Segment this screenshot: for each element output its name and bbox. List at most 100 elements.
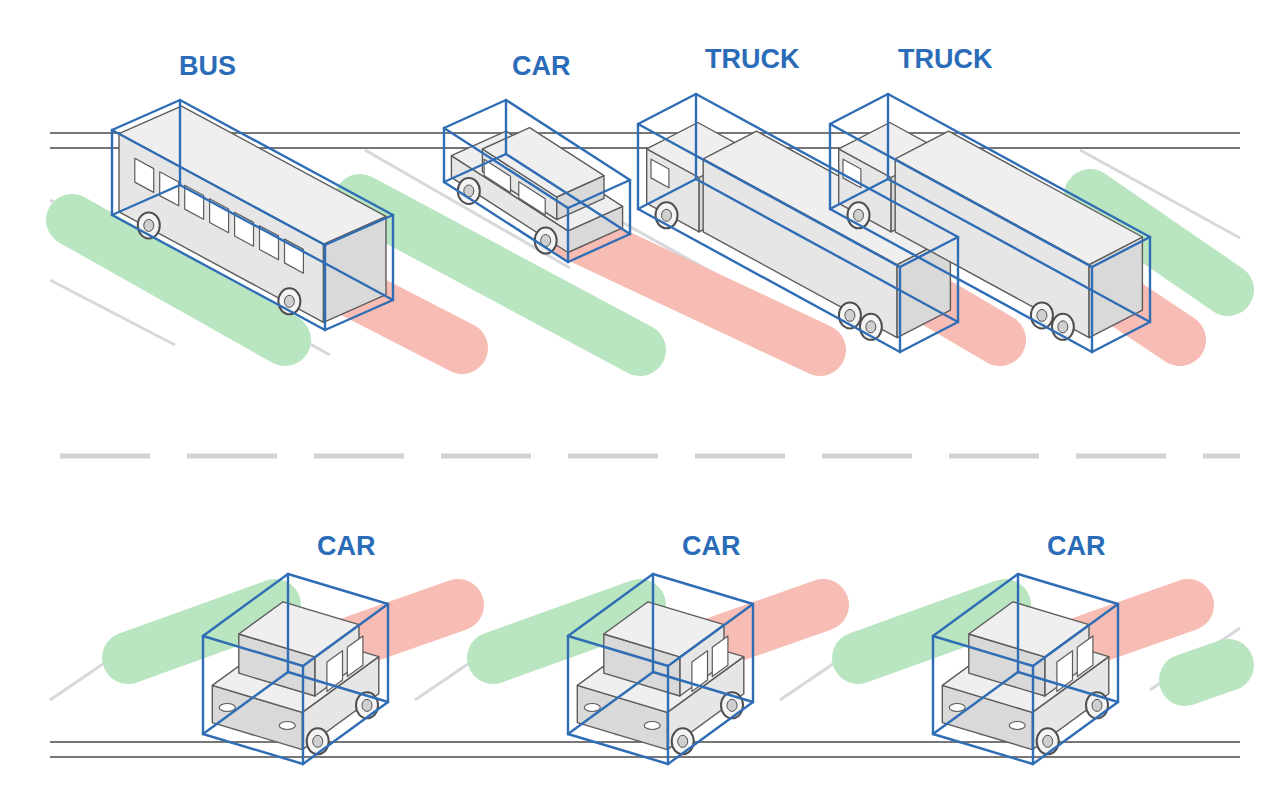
vehicle-roof (895, 131, 1142, 264)
class-label-text: TRUCK (705, 45, 800, 75)
bounding-box-edge (830, 209, 1092, 352)
bounding-box-edge (899, 267, 901, 352)
bounding-box-edge (638, 209, 900, 352)
bounding-box-edge (179, 100, 181, 185)
bounding-box-edge (1018, 574, 1118, 604)
vehicle-window (712, 636, 728, 677)
bounding-box-edge (696, 179, 958, 322)
bounding-box-edge (638, 179, 696, 209)
bounding-box-edge (302, 666, 304, 764)
car-figure (942, 602, 1109, 755)
bounding-box-edge (444, 182, 568, 262)
bounding-box-edge (325, 215, 393, 245)
lane-dash (1203, 454, 1240, 459)
vehicle-window (519, 182, 545, 215)
bounding-box-edge (887, 94, 889, 179)
wheel-hub (1092, 699, 1102, 711)
bounding-box-edge (900, 322, 958, 352)
car-figure (577, 602, 744, 755)
vehicle-class-label: TRUCK (705, 45, 800, 75)
bounding-box-edge (180, 100, 393, 215)
lane-dash (949, 454, 1039, 459)
bounding-box-edge (568, 574, 653, 636)
bounding-box-edge (203, 734, 303, 764)
bounding-box-edge (112, 130, 325, 245)
bounding-box-edge (506, 100, 630, 180)
class-label-text: CAR (512, 52, 571, 82)
bounding-box-edge (112, 100, 180, 130)
lane-dash (695, 454, 785, 459)
bounding-box-edge (888, 94, 1150, 237)
vehicle-class-label: BUS (179, 52, 236, 82)
wheel (458, 178, 480, 204)
bounding-box-edge (653, 574, 753, 604)
lane-dash (568, 454, 658, 459)
bounding-box-edge (392, 215, 394, 300)
bounding-box-edge (695, 94, 697, 179)
class-label-text: BUS (179, 52, 236, 82)
bounding-box-edge (111, 130, 113, 215)
bounding-box-edge (752, 604, 754, 702)
wheel-hub (362, 699, 372, 711)
car-figure (212, 602, 378, 755)
lane-dash (314, 454, 404, 459)
bounding-box-edge (830, 179, 888, 209)
wheel-hub (845, 309, 855, 321)
bounding-box-edge (203, 574, 288, 636)
class-label-text: CAR (1047, 532, 1106, 562)
bounding-box-edge (568, 180, 630, 208)
bounding-box-edge (1033, 702, 1118, 764)
wheel-hub (284, 295, 294, 307)
bounding-box-edge (933, 574, 1018, 636)
vehicle-class-label: TRUCK (898, 45, 993, 75)
bounding-box-edge (112, 185, 180, 215)
bounding-box-edge (568, 672, 653, 734)
car-figure (451, 128, 622, 254)
vehicle-roof (604, 602, 724, 657)
bounding-box-edge (288, 672, 388, 702)
bounding-box-edge (443, 128, 445, 182)
bounding-box-edge (653, 672, 753, 702)
bounding-box-edge (303, 604, 388, 666)
bounding-box-edge (444, 100, 506, 128)
bounding-box-edge (324, 245, 326, 330)
truck-figure (839, 123, 1143, 340)
wheel-hub (144, 219, 154, 231)
bounding-box-edge (202, 636, 204, 734)
wheel-hub (866, 321, 876, 333)
lane-dash (60, 454, 150, 459)
lane-dash (822, 454, 912, 459)
bounding-box-edge (830, 124, 1092, 267)
bounding-box-edge (1018, 672, 1118, 702)
wheel-hub (854, 209, 864, 221)
lane-dash (187, 454, 277, 459)
wheel-hub (678, 735, 688, 747)
bounding-box-edge (888, 179, 1150, 322)
lane-dash (441, 454, 531, 459)
vehicle-roof (482, 128, 604, 197)
bounding-box-edge (203, 672, 288, 734)
free-bay (1185, 665, 1228, 680)
bounding-box-edge (830, 94, 888, 124)
headlight (279, 722, 295, 730)
headlight (219, 704, 235, 712)
headlight (1009, 722, 1025, 730)
wheel (672, 728, 694, 754)
vehicle-class-label: CAR (317, 532, 376, 562)
bounding-box-edge (1092, 237, 1150, 267)
vehicle-window (651, 159, 669, 188)
bounding-box-edge (629, 180, 631, 234)
vehicle-class-label: CAR (682, 532, 741, 562)
bounding-box-edge (444, 154, 506, 182)
free-bay (360, 200, 640, 350)
wheel-hub (727, 699, 737, 711)
bounding-box-edge (1149, 237, 1151, 322)
vehicle-roof (969, 602, 1089, 657)
bounding-box-edge (1117, 604, 1119, 702)
bounding-box-edge (567, 208, 569, 262)
vehicle-class-label: CAR (512, 52, 571, 82)
bounding-box-edge (387, 604, 389, 702)
wheel (307, 728, 329, 754)
bounding-box-edge (287, 574, 289, 672)
